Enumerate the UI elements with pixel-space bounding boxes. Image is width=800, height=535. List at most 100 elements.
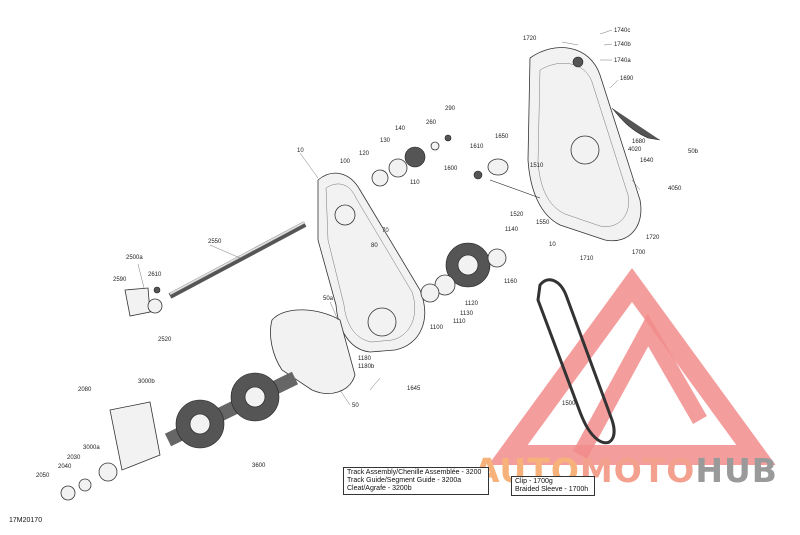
callout-1690: 1690 <box>620 76 634 82</box>
callout-120: 120 <box>359 151 370 157</box>
callout-2590: 2590 <box>113 277 127 283</box>
callout-1740a: 1740a <box>614 58 631 64</box>
callout-4050: 4050 <box>668 186 682 192</box>
pin-1600 <box>473 170 483 180</box>
callout-1700: 1700 <box>632 250 646 256</box>
washer-260 <box>430 141 440 151</box>
watermark-logo <box>488 268 776 465</box>
watermark-triangle-outer <box>488 268 776 465</box>
callout-4020: 4020 <box>628 147 642 153</box>
callout-1180: 1180 <box>358 356 372 362</box>
callout-130: 130 <box>380 138 391 144</box>
watermark-triangle-inner <box>572 313 707 459</box>
gear-1130-hub <box>457 254 479 276</box>
sprocket-2-hub <box>244 386 266 408</box>
ring-120 <box>371 169 389 187</box>
drive-axle-3600 <box>164 371 299 449</box>
callout-1740c: 1740c <box>614 28 630 34</box>
drive-chain-1500 <box>536 278 616 445</box>
callout-2550: 2550 <box>208 239 222 245</box>
callout-2050: 2050 <box>36 473 50 479</box>
callout-80: 80 <box>371 243 378 249</box>
callout-1130: 1130 <box>460 311 474 317</box>
callout-50: 50 <box>352 403 359 409</box>
bolt-290 <box>444 134 452 142</box>
callout-1645: 1645 <box>407 386 421 392</box>
brake-hose <box>611 107 661 141</box>
driveshaft-body <box>168 221 307 299</box>
front-chaincase-housing <box>317 172 426 353</box>
callout-1110: 1110 <box>453 319 466 325</box>
bearing-110 <box>388 158 408 178</box>
watermark-text-moto: MOTO <box>579 451 696 490</box>
sprocket-1-hub <box>189 413 211 435</box>
legend-line: Braided Sleeve - 1700h <box>515 486 589 493</box>
callout-2610: 2610 <box>148 272 162 278</box>
ring-1140 <box>487 248 507 268</box>
tensioner-assembly <box>473 158 541 199</box>
callout-1650: 1650 <box>495 134 509 140</box>
callout-1610: 1610 <box>470 144 484 150</box>
callout-110: 110 <box>410 180 420 186</box>
callout-10: 10 <box>297 148 304 154</box>
callout-260: 260 <box>426 120 437 126</box>
callout-50b: 50b <box>688 149 699 155</box>
bracket-2590 <box>124 287 151 317</box>
bearing-3000a <box>98 462 118 482</box>
callout-10-rear: 10 <box>549 242 556 248</box>
callout-140: 140 <box>395 126 406 132</box>
legend-line: Clip - 1700g <box>515 478 553 485</box>
housing-lower-bore <box>367 307 397 337</box>
callout-2520: 2520 <box>158 337 172 343</box>
legend-sleeve-parts: Clip - 1700g Braided Sleeve - 1700h <box>511 476 595 496</box>
legend-track-parts: Track Assembly/Chenille Assemblée - 3200… <box>343 467 489 495</box>
legend-line: Cleat/Agrafe - 3200b <box>347 485 412 492</box>
driveshaft-2550 <box>168 221 307 299</box>
callout-50a: 50a <box>323 296 334 302</box>
callout-1600: 1600 <box>444 166 458 172</box>
callout-2030: 2030 <box>67 455 81 461</box>
callout-100: 100 <box>340 159 351 165</box>
callout-70: 70 <box>382 228 389 234</box>
callout-1710: 1710 <box>580 256 594 262</box>
housing-upper-bore <box>334 204 356 226</box>
callout-1140: 1140 <box>505 227 519 233</box>
ring-1110 <box>420 283 440 303</box>
leader-lines <box>137 29 641 406</box>
callout-1680: 1680 <box>632 139 646 145</box>
callout-1550: 1550 <box>536 220 550 226</box>
callout-1160: 1160 <box>504 279 518 285</box>
callout-1120: 1120 <box>465 301 479 307</box>
legend-line: Track Guide/Segment Guide - 3200a <box>347 477 462 484</box>
cover-bearing-boss <box>570 135 600 165</box>
rear-chaincase-cover <box>527 47 642 242</box>
callout-1740b: 1740b <box>614 42 631 48</box>
ring-1120 <box>434 274 456 296</box>
callout-1100: 1100 <box>430 325 444 331</box>
callout-290: 290 <box>445 106 456 112</box>
ring-2040 <box>78 478 92 492</box>
callout-1520: 1520 <box>510 212 524 218</box>
lower-gear-stack <box>420 242 507 303</box>
callout-1640: 1640 <box>640 158 654 164</box>
legend-line: Track Assembly/Chenille Assemblée - 3200 <box>347 469 482 476</box>
cover-oil-filler <box>572 56 584 68</box>
diagram-id: 17M20170 <box>9 517 43 524</box>
callout-2500a: 2500a <box>126 255 143 261</box>
bearing-2520 <box>147 298 163 314</box>
tensioner-1610 <box>487 158 509 176</box>
upper-gear-stack <box>371 134 452 187</box>
callout-2040: 2040 <box>58 464 72 470</box>
callout-1720-rear: 1720 <box>646 235 660 241</box>
callout-3000b: 3000b <box>138 379 155 385</box>
rod-1520 <box>489 179 541 199</box>
callout-1180b: 1180b <box>358 364 375 370</box>
driveshaft-highlight <box>169 221 306 295</box>
callout-1510: 1510 <box>530 163 544 169</box>
callout-1720: 1720 <box>523 36 537 42</box>
ring-2050 <box>60 485 76 501</box>
callout-2080: 2080 <box>78 387 92 393</box>
callout-3000a: 3000a <box>83 445 100 451</box>
watermark-text-hub: HUB <box>695 451 778 490</box>
